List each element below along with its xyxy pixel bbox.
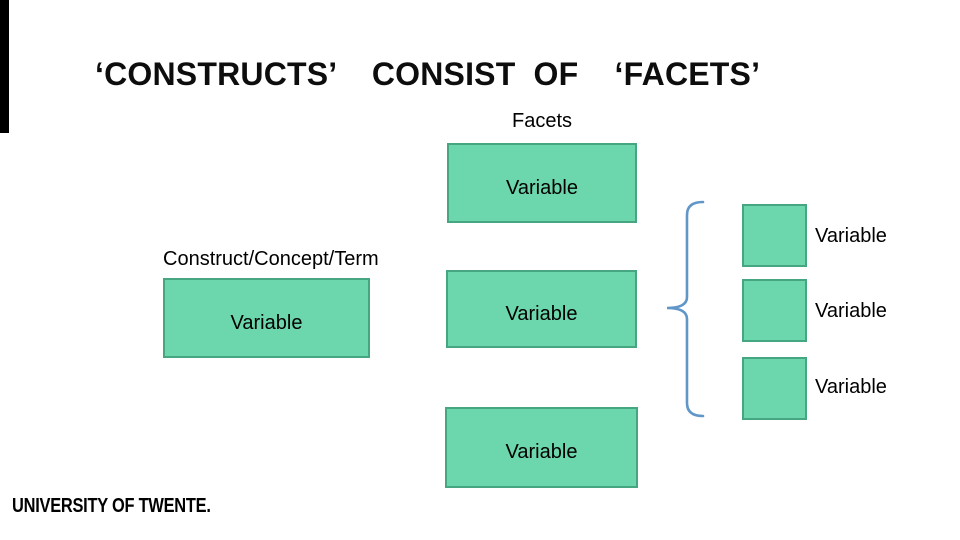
facet-swatch-label-3: Variable — [815, 376, 887, 398]
construct-box: Variable — [163, 278, 370, 358]
university-of-twente-logo: UNIVERSITY OF TWENTE. — [12, 495, 211, 517]
facet-swatch-3 — [742, 357, 807, 420]
left-edge-bar — [0, 0, 9, 133]
slide-title: ‘CONSTRUCTS’ CONSIST OF ‘FACETS’ — [95, 56, 761, 92]
curly-brace-icon — [666, 200, 705, 418]
facet-box-top: Variable — [447, 143, 637, 223]
facet-box-bottom: Variable — [445, 407, 638, 488]
facets-label: Facets — [511, 110, 573, 132]
facet-swatch-label-1: Variable — [815, 225, 887, 247]
facet-swatch-2 — [742, 279, 807, 342]
facet-swatch-label-2: Variable — [815, 300, 887, 322]
facet-swatch-1 — [742, 204, 807, 267]
construct-label: Construct/Concept/Term — [163, 248, 379, 270]
facet-box-middle: Variable — [446, 270, 637, 348]
